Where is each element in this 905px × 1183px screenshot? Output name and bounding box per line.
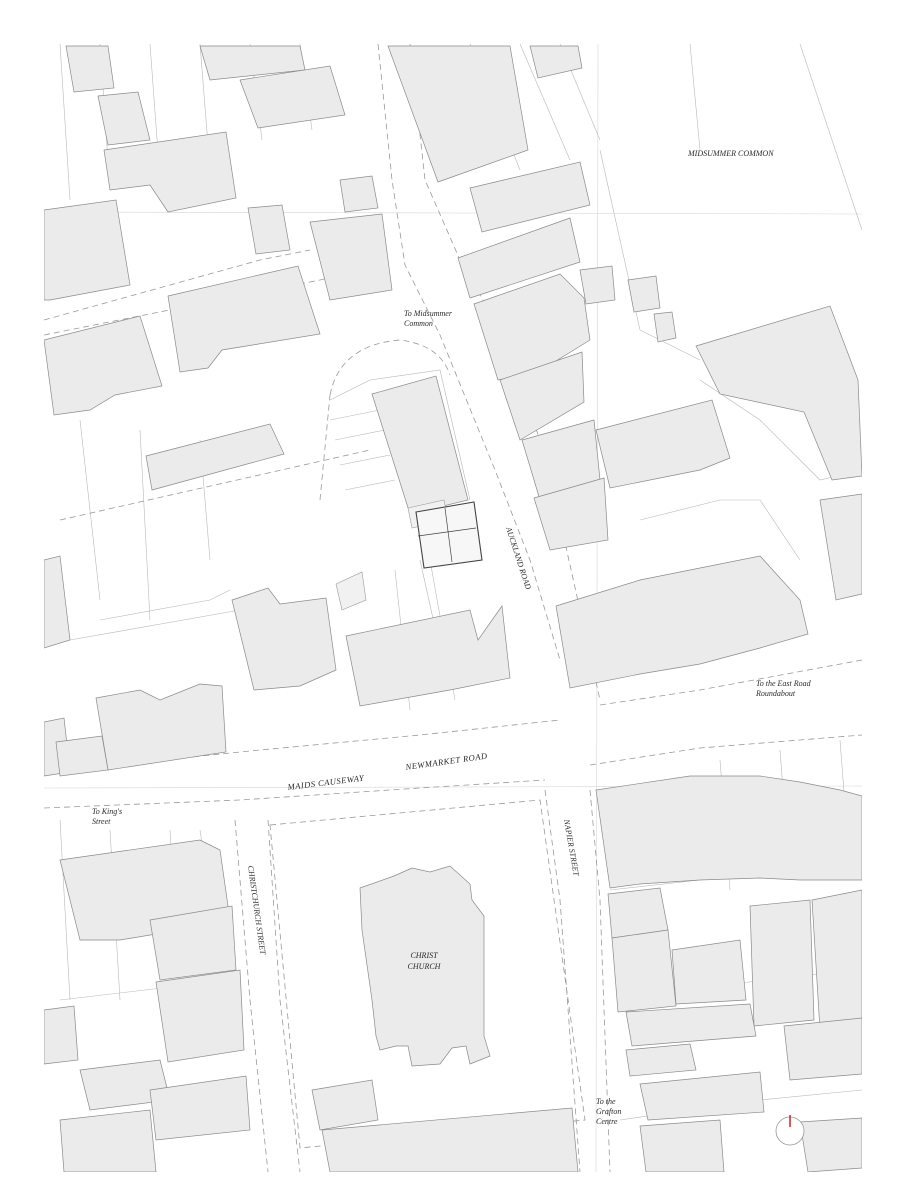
label-auckland-road: AUCKLAND ROAD bbox=[504, 525, 533, 591]
label-to-grafton-2: Grafton bbox=[596, 1107, 621, 1116]
christ-church-building bbox=[359, 865, 491, 1067]
label-to-midsummer-1: To Midsummer bbox=[404, 309, 453, 318]
label-maids-causeway: MAIDS CAUSEWAY bbox=[286, 773, 365, 793]
label-christ-church-1: CHRIST bbox=[410, 951, 438, 960]
label-newmarket-road: NEWMARKET ROAD bbox=[404, 751, 489, 773]
label-to-kings-1: To King's bbox=[92, 807, 122, 816]
label-christ-church-2: CHURCH bbox=[408, 962, 442, 971]
site-outline bbox=[415, 501, 483, 569]
label-to-midsummer-2: Common bbox=[404, 319, 433, 328]
label-christchurch-street: CHRISTCHURCH STREET bbox=[246, 865, 267, 955]
label-to-east-road-1: To the East Road bbox=[756, 679, 812, 688]
label-to-east-road-2: Roundabout bbox=[755, 689, 796, 698]
label-napier-street: NAPIER STREET bbox=[562, 818, 581, 877]
location-marker bbox=[775, 1115, 805, 1146]
buildings bbox=[44, 45, 862, 1172]
label-to-grafton-3: Centre bbox=[596, 1117, 618, 1126]
road-edges bbox=[44, 44, 862, 1172]
label-midsummer-common: MIDSUMMER COMMON bbox=[687, 149, 774, 158]
label-to-kings-2: Street bbox=[92, 817, 111, 826]
label-to-grafton-1: To the bbox=[596, 1097, 616, 1106]
